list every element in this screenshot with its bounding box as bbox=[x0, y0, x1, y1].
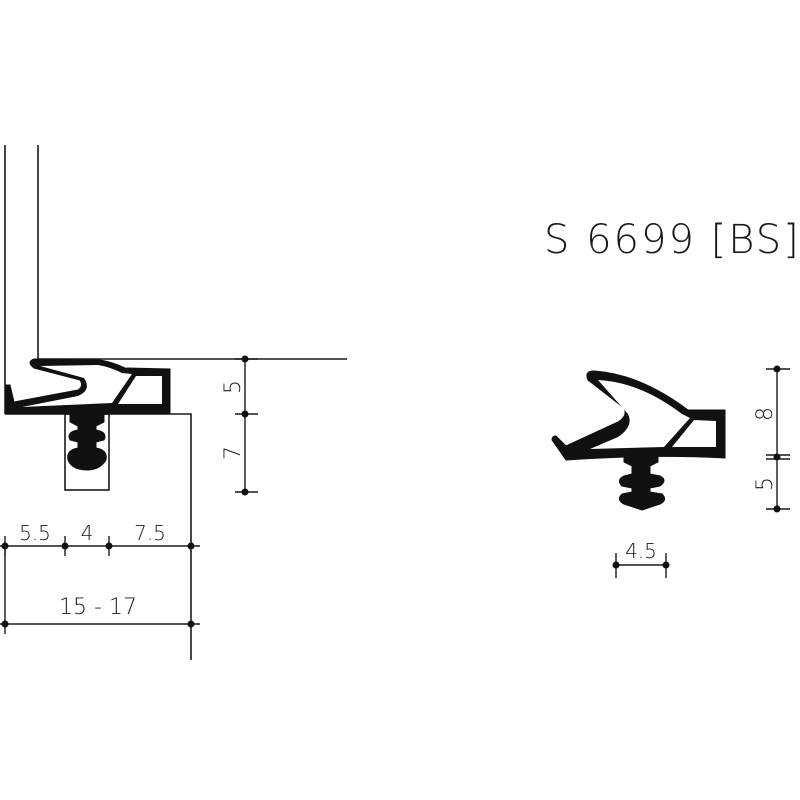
dim-label: 5 bbox=[221, 380, 246, 394]
left-horizontal-dimensions: 5.5 4 7.5 15 - 17 bbox=[0, 521, 200, 634]
profile-title: S 6699 [BS] bbox=[544, 217, 800, 263]
dim-label: 4 bbox=[81, 521, 94, 545]
right-vertical-dimension: 8 5 bbox=[753, 365, 790, 513]
seal-profile-installed bbox=[5, 358, 171, 471]
dim-label: 4.5 bbox=[625, 539, 657, 563]
dim-label: 8 bbox=[753, 407, 778, 421]
dim-label: 5 bbox=[753, 477, 778, 491]
dim-label: 5.5 bbox=[19, 521, 51, 545]
left-vertical-dimension: 5 7 bbox=[221, 355, 258, 496]
dim-label: 7.5 bbox=[134, 521, 166, 545]
right-horizontal-dimension: 4.5 bbox=[612, 539, 670, 578]
dim-label: 7 bbox=[221, 446, 246, 460]
dim-label: 15 - 17 bbox=[59, 595, 137, 620]
seal-profile-standalone bbox=[551, 370, 726, 511]
